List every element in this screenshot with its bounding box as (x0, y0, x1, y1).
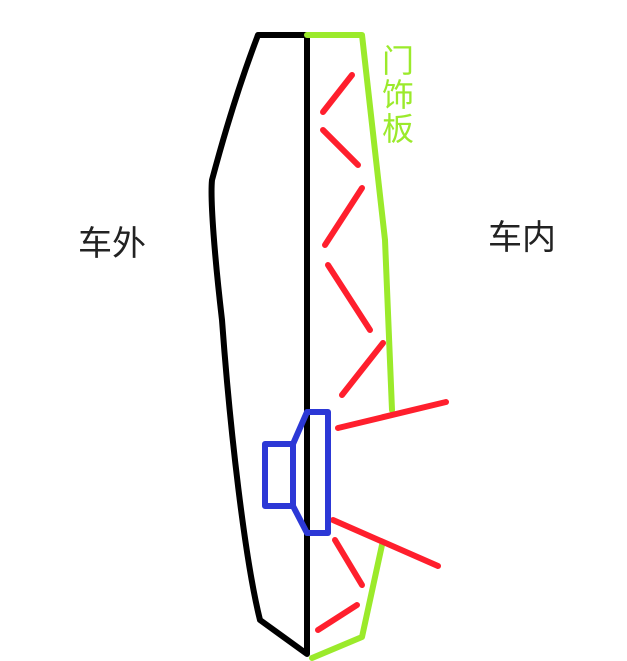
reflection-line (335, 399, 449, 431)
reflection-line (330, 517, 441, 569)
speaker (262, 409, 331, 536)
reflection-line (320, 127, 361, 168)
inside-car-label: 车内 (488, 218, 556, 258)
door-trim-panel-outline (304, 32, 395, 661)
reflection-line (332, 537, 365, 588)
door-outer-shell (208, 32, 310, 657)
reflection-line (339, 340, 386, 398)
outside-car-label: 车外 (78, 224, 146, 264)
door-trim-panel-label-char-3: 板 (382, 110, 414, 148)
door-trim-panel-label-char-1: 门 (382, 42, 414, 80)
reflection-line (325, 262, 373, 333)
door-trim-panel-label-char-2: 饰 (382, 76, 414, 114)
speaker-cone (290, 409, 331, 536)
door-trim-panel-label: 门 饰 板 (382, 42, 414, 148)
speaker-magnet (262, 441, 296, 509)
sound-reflection-lines (315, 72, 449, 633)
reflection-line (322, 185, 365, 248)
reflection-line (320, 72, 355, 115)
reflection-line (315, 602, 360, 633)
